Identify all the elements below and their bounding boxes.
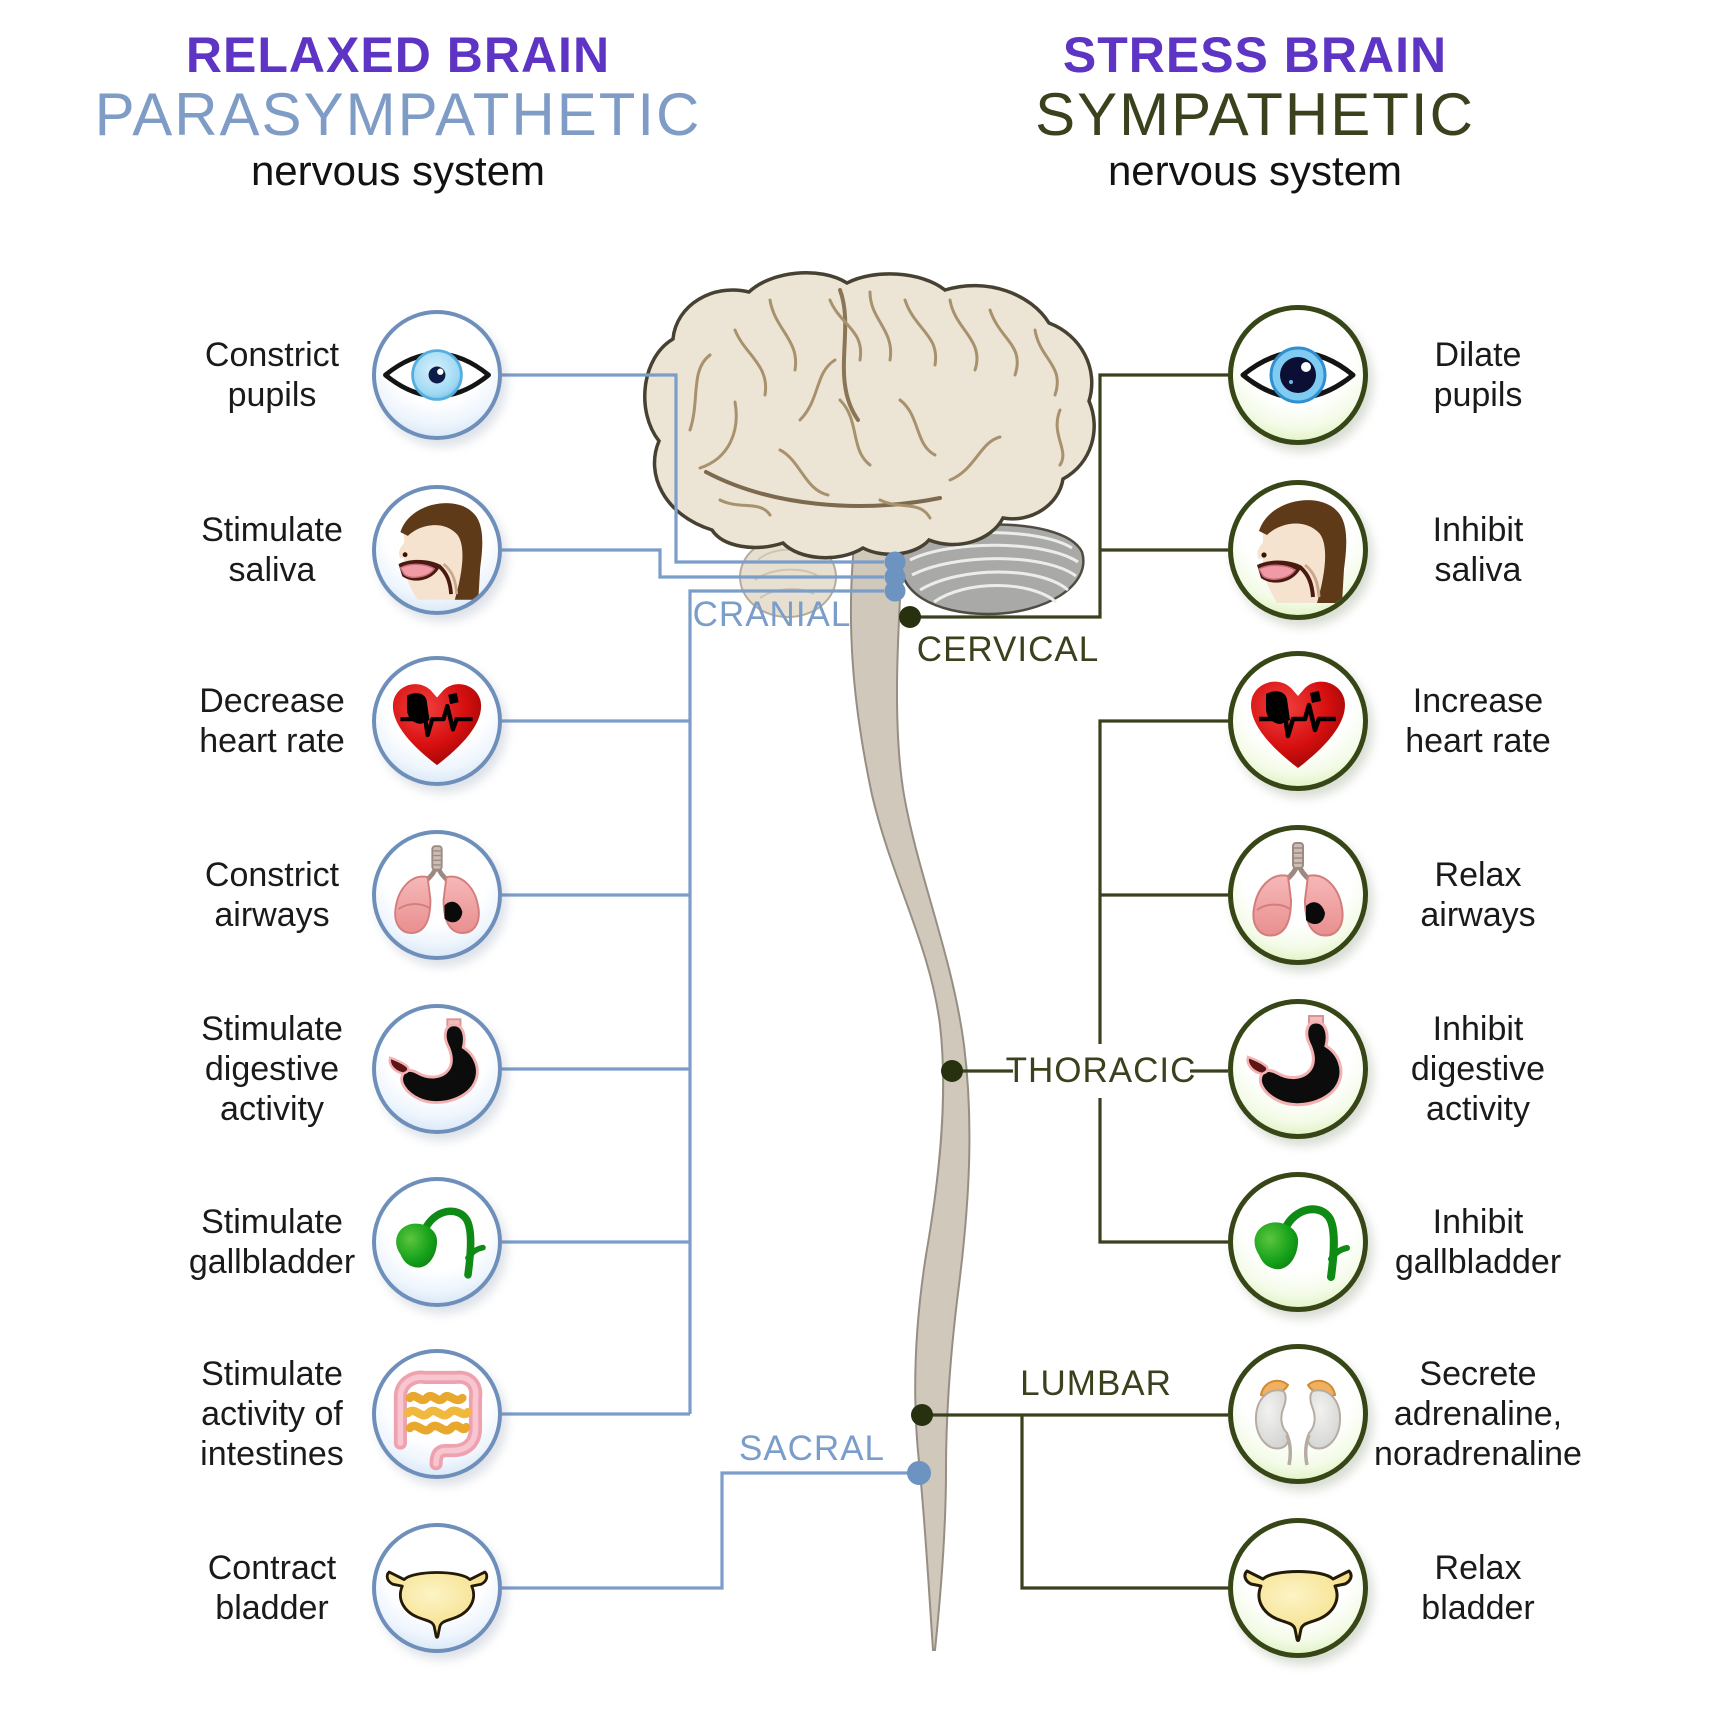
label-decrease-heart-rate: Decrease heart rate [199, 681, 345, 760]
stomach-icon [376, 1008, 498, 1130]
organ-circle [1228, 999, 1368, 1139]
cerebellum [899, 523, 1085, 616]
organ-circle [1228, 825, 1368, 965]
label-inhibit-gallbladder: Inhibit gallbladder [1394, 1202, 1562, 1281]
gallbladder-icon [1233, 1177, 1363, 1307]
bladder-icon [376, 1527, 498, 1649]
cervical-dot [899, 606, 921, 628]
stomach-icon [1233, 1004, 1363, 1134]
organ-circle [1228, 480, 1368, 620]
organ-circle [372, 310, 502, 440]
left-header: RELAXED BRAIN PARASYMPATHETIC nervous sy… [88, 28, 708, 194]
organ-circle [1228, 1518, 1368, 1658]
eye-dilated-icon [1233, 310, 1363, 440]
lumbar-label: LUMBAR [1020, 1364, 1172, 1403]
intestines-icon [376, 1353, 498, 1475]
heart-ecg-icon [376, 660, 498, 782]
cranial-label: CRANIAL [692, 595, 852, 634]
organ-circle [372, 656, 502, 786]
label-inhibit-digestive: Inhibit digestive activity [1410, 1009, 1546, 1129]
organ-circle [1228, 651, 1368, 791]
label-secrete-adrenaline: Secrete adrenaline, noradrenaline [1374, 1354, 1582, 1474]
thoracic-label: THORACIC [1005, 1051, 1197, 1090]
left-system: PARASYMPATHETIC [94, 81, 702, 148]
organ-circle [372, 1349, 502, 1479]
bladder-icon [1233, 1523, 1363, 1653]
left-title: RELAXED BRAIN [185, 27, 611, 83]
cranial-nerve-dots [884, 551, 931, 1485]
lungs-icon [1233, 830, 1363, 960]
spinal-cord [849, 544, 971, 1651]
label-relax-bladder: Relax bladder [1421, 1548, 1535, 1627]
right-title: STRESS BRAIN [1062, 27, 1448, 83]
organ-circle [1228, 1172, 1368, 1312]
organ-circle [372, 1004, 502, 1134]
organ-circle [372, 1523, 502, 1653]
organ-circle [372, 830, 502, 960]
label-dilate-pupils: Dilate pupils [1433, 335, 1523, 414]
organ-circle [372, 1177, 502, 1307]
kidneys-adrenal-icon [1233, 1349, 1363, 1479]
label-constrict-pupils: Constrict pupils [204, 335, 340, 414]
sympathetic-ganglion-dots [899, 606, 963, 1426]
label-increase-heart-rate: Increase heart rate [1405, 681, 1551, 760]
thoracic-dot [941, 1060, 963, 1082]
label-stimulate-gallbladder: Stimulate gallbladder [188, 1202, 356, 1281]
sacral-dot [907, 1461, 931, 1485]
saliva-head-icon [1233, 485, 1363, 615]
heart-ecg-icon [1233, 656, 1363, 786]
label-constrict-airways: Constrict airways [204, 855, 340, 934]
sympathetic-connectors [910, 373, 1228, 1590]
brain-illustration [643, 271, 1096, 618]
left-system-sub: nervous system [250, 146, 546, 194]
sacral-label: SACRAL [738, 1429, 886, 1468]
right-system: SYMPATHETIC [1035, 81, 1475, 148]
label-contract-bladder: Contract bladder [207, 1548, 337, 1627]
gallbladder-icon [376, 1181, 498, 1303]
lungs-icon [376, 834, 498, 956]
organ-circle [1228, 305, 1368, 445]
organ-circle [1228, 1344, 1368, 1484]
saliva-head-icon [376, 489, 498, 611]
eye-constricted-icon [376, 314, 498, 436]
parasympathetic-connectors [502, 373, 908, 1590]
organ-circle [372, 485, 502, 615]
lumbar-dot [911, 1404, 933, 1426]
right-header: STRESS BRAIN SYMPATHETIC nervous system [945, 28, 1565, 194]
label-stimulate-saliva: Stimulate saliva [201, 510, 343, 589]
label-stimulate-digestive: Stimulate digestive activity [201, 1009, 343, 1129]
cervical-label: CERVICAL [916, 630, 1100, 669]
right-system-sub: nervous system [1107, 146, 1403, 194]
label-relax-airways: Relax airways [1420, 855, 1536, 934]
cerebrum [643, 271, 1096, 560]
label-inhibit-saliva: Inhibit saliva [1432, 510, 1524, 589]
label-stimulate-intestines: Stimulate activity of intestines [200, 1354, 344, 1474]
